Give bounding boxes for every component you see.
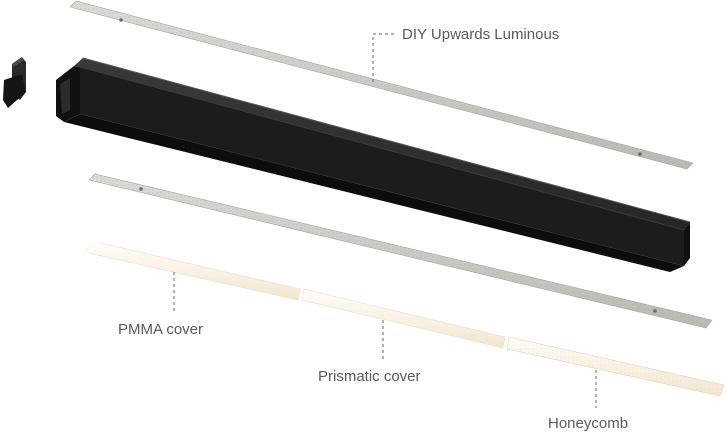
strip-mount-hole	[139, 187, 143, 191]
strip-mount-hole	[119, 18, 123, 22]
diy-leader-line	[372, 33, 394, 82]
pmma-cover-section	[83, 241, 301, 301]
strip-mount-hole	[653, 309, 657, 313]
end-cap	[3, 57, 26, 108]
aluminum-profile	[56, 57, 691, 272]
leader-lines	[173, 33, 597, 408]
upper-led-strip	[69, 0, 694, 170]
diy-upwards-luminous-label: DIY Upwards Luminous	[402, 26, 559, 43]
honeycomb-section	[506, 336, 725, 397]
pmma-cover-label: PMMA cover	[118, 321, 203, 338]
prismatic-cover-section	[301, 288, 506, 349]
honeycomb-label: Honeycomb	[548, 415, 628, 432]
prismatic-cover-label: Prismatic cover	[318, 368, 421, 385]
lower-led-strip	[88, 173, 713, 329]
strip-mount-hole	[638, 152, 642, 156]
